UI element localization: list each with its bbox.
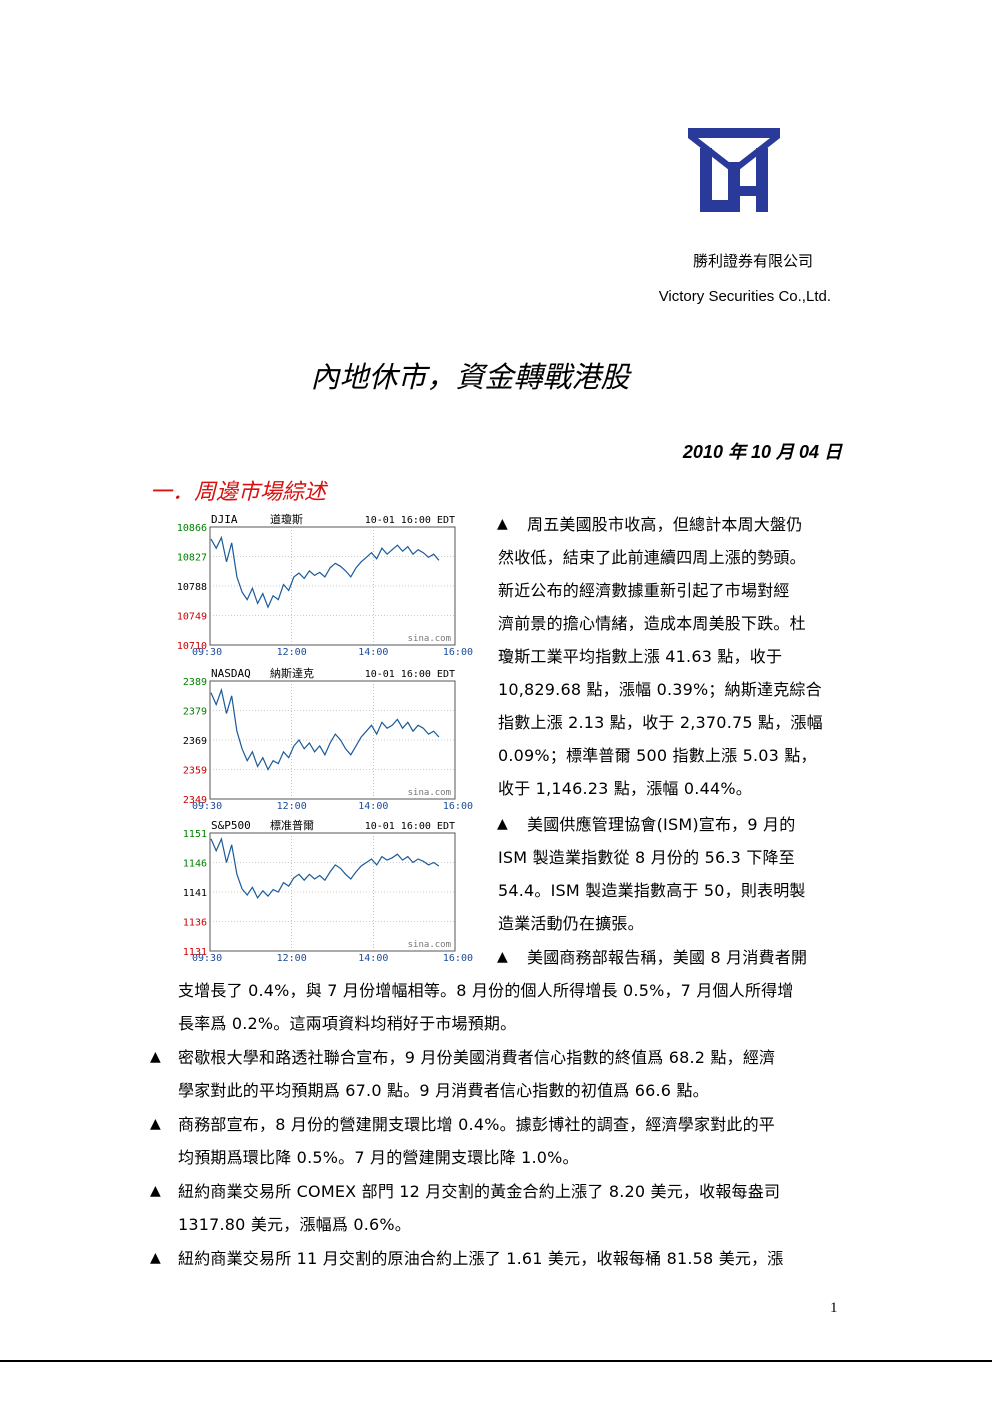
y-tick-label: 10710 xyxy=(177,641,207,652)
chart-title: DJIA xyxy=(211,513,238,526)
bullet-icon: ▲ xyxy=(497,949,508,965)
bullet-icon: ▲ xyxy=(497,516,508,532)
bullet-icon: ▲ xyxy=(497,816,508,832)
chart-timestamp: 10-01 16:00 EDT xyxy=(365,669,455,680)
paragraph-line: 紐約商業交易所 COMEX 部門 12 月交割的黃金合約上漲了 8.20 美元，… xyxy=(178,1182,781,1201)
y-tick-label: 2389 xyxy=(183,677,207,688)
y-tick-label: 10827 xyxy=(177,553,207,564)
y-tick-label: 10788 xyxy=(177,582,207,593)
company-name-english: Victory Securities Co.,Ltd. xyxy=(658,288,831,305)
paragraph-line: 指數上漲 2.13 點，收于 2,370.75 點，漲幅 xyxy=(498,713,823,732)
series-line xyxy=(210,836,440,900)
chart-watermark: sina.com xyxy=(408,634,451,644)
bullet-icon: ▲ xyxy=(150,1049,161,1065)
paragraph-line: 濟前景的擔心情緒，造成本周美股下跌。杜 xyxy=(498,614,806,633)
paragraph-line: 紐約商業交易所 11 月交割的原油合約上漲了 1.61 美元，收報每桶 81.5… xyxy=(178,1249,784,1268)
x-tick-label: 12:00 xyxy=(277,953,307,961)
chart-timestamp: 10-01 16:00 EDT xyxy=(365,515,455,526)
y-tick-label: 2379 xyxy=(183,707,207,718)
chart-title: S&P500 xyxy=(211,819,251,832)
paragraph-line: 周五美國股市收高，但總計本周大盤仍 xyxy=(527,515,803,534)
paragraph-line: 支增長了 0.4%，與 7 月份增幅相等。8 月份的個人所得增長 0.5%，7 … xyxy=(178,981,794,1000)
y-tick-label: 10866 xyxy=(177,523,207,534)
paragraph-line: 商務部宣布，8 月份的營建開支環比增 0.4%。據彭博社的調查，經濟學家對此的平 xyxy=(178,1115,776,1134)
paragraph-line: 新近公布的經濟數據重新引起了市場對經 xyxy=(498,581,790,600)
paragraph-line: 然收低，結束了此前連續四周上漲的勢頭。 xyxy=(498,548,806,567)
company-name-chinese: 勝利證券有限公司 xyxy=(692,252,813,270)
x-tick-label: 14:00 xyxy=(358,647,388,655)
paragraph-line: 瓊斯工業平均指數上漲 41.63 點，收于 xyxy=(498,647,783,666)
paragraph-line: 收于 1,146.23 點，漲幅 0.44%。 xyxy=(498,779,752,798)
bullet-icon: ▲ xyxy=(150,1250,161,1266)
x-tick-label: 14:00 xyxy=(358,801,388,809)
x-tick-label: 16:00 xyxy=(443,647,473,655)
paragraph-line: 美國商務部報告稱，美國 8 月消費者開 xyxy=(527,948,808,967)
chart-timestamp: 10-01 16:00 EDT xyxy=(365,821,455,832)
x-tick-label: 14:00 xyxy=(358,953,388,961)
chart-watermark: sina.com xyxy=(408,940,451,950)
chart-subtitle: 納斯達克 xyxy=(270,667,314,680)
bullet-icon: ▲ xyxy=(150,1116,161,1132)
x-tick-label: 16:00 xyxy=(443,801,473,809)
y-tick-label: 2369 xyxy=(183,736,207,747)
y-tick-label: 2359 xyxy=(183,766,207,777)
bullet-icon: ▲ xyxy=(150,1183,161,1199)
paragraph-line: 54.4。ISM 製造業指數高于 50，則表明製 xyxy=(498,881,806,900)
chart-title: NASDAQ xyxy=(211,667,251,680)
chart-subtitle: 標准普爾 xyxy=(270,818,314,832)
paragraph-line: 長率爲 0.2%。這兩項資料均稍好于市場預期。 xyxy=(178,1014,517,1033)
paragraph-line: 均預期爲環比降 0.5%。7 月的營建開支環比降 1.0%。 xyxy=(178,1148,579,1167)
y-tick-label: 1131 xyxy=(183,947,207,958)
y-tick-label: 1151 xyxy=(183,829,207,840)
paragraph-line: 美國供應管理協會(ISM)宣布，9 月的 xyxy=(527,815,796,834)
chart-subtitle: 道瓊斯 xyxy=(270,512,303,526)
paragraph-line: 造業活動仍在擴張。 xyxy=(498,914,644,933)
paragraph-line: ISM 製造業指數從 8 月份的 56.3 下降至 xyxy=(498,848,795,867)
x-tick-label: 16:00 xyxy=(443,953,473,961)
x-tick-label: 12:00 xyxy=(277,647,307,655)
series-line xyxy=(210,687,440,771)
x-tick-label: 12:00 xyxy=(277,801,307,809)
y-tick-label: 1136 xyxy=(183,918,207,929)
y-tick-label: 2349 xyxy=(183,795,207,806)
paragraph-line: 1317.80 美元，漲幅爲 0.6%。 xyxy=(178,1215,411,1234)
x-tick-label: 09:30 xyxy=(192,801,222,809)
section-heading: 一．周邊市場綜述 xyxy=(150,480,327,505)
paragraph-line: 學家對此的平均預期爲 67.0 點。9 月消費者信心指數的初值爲 66.6 點。 xyxy=(178,1081,709,1100)
x-tick-label: 09:30 xyxy=(192,647,222,655)
victory-logo-icon xyxy=(688,126,780,218)
series-line xyxy=(210,535,440,609)
y-tick-label: 1146 xyxy=(183,859,207,870)
footer-rule xyxy=(0,1360,992,1362)
x-tick-label: 09:30 xyxy=(192,953,222,961)
y-tick-label: 1141 xyxy=(183,888,207,899)
paragraph-line: 密歇根大學和路透社聯合宣布，9 月份美國消費者信心指數的終值爲 68.2 點，經… xyxy=(178,1048,776,1067)
paragraph-line: 0.09%；標準普爾 500 指數上漲 5.03 點， xyxy=(498,746,817,765)
document-title: 內地休市，資金轉戰港股 xyxy=(310,360,630,394)
page-number: 1 xyxy=(830,1300,838,1316)
chart-watermark: sina.com xyxy=(408,788,451,798)
document-date: 2010 年 10 月 04 日 xyxy=(682,442,842,462)
y-tick-label: 10749 xyxy=(177,612,207,623)
paragraph-line: 10,829.68 點，漲幅 0.39%；納斯達克綜合 xyxy=(498,680,822,699)
